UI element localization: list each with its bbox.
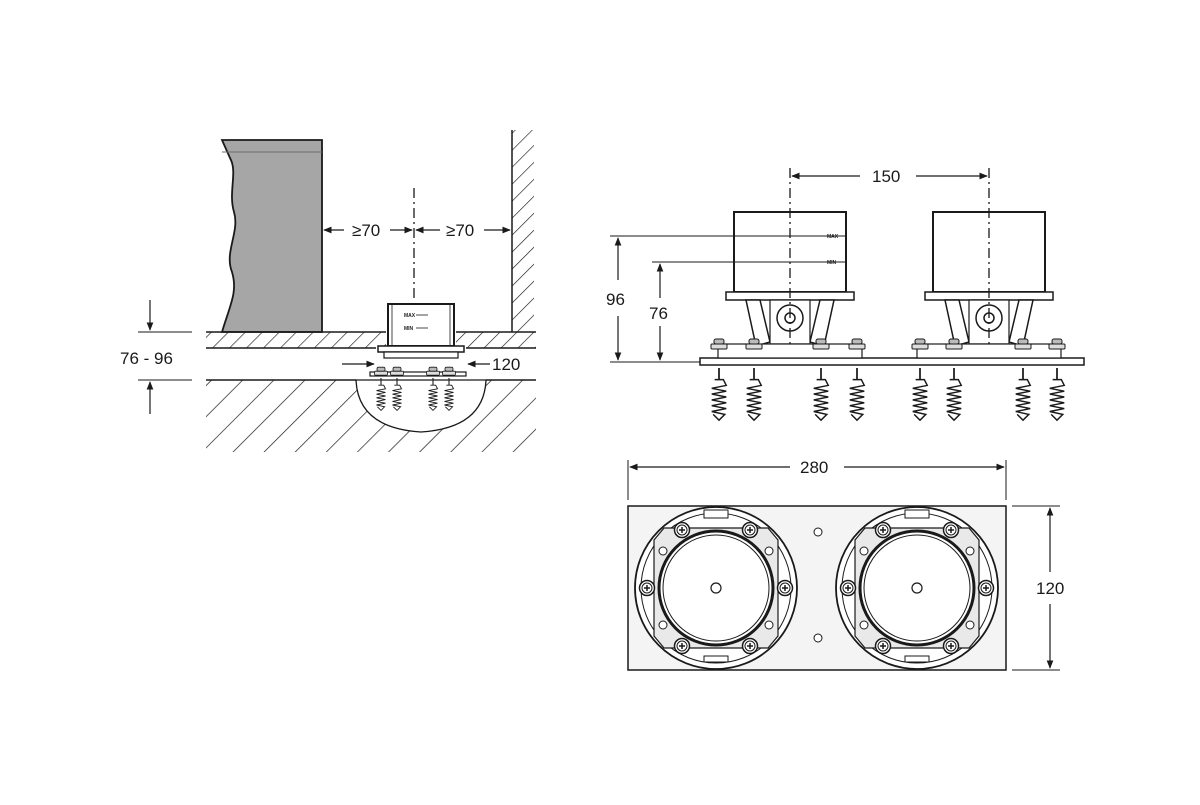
wall [512,130,534,332]
side-box [387,303,455,347]
front-box-left-min: MIN [827,260,837,266]
floor-top-layer [206,332,386,348]
front-view: MAX MIN [606,167,1085,422]
front-base-plate [699,357,1085,366]
side-box-min-label: MIN [404,326,414,332]
front-box-left-max: MAX [827,234,839,240]
slab-recess [355,379,487,433]
dim-box-width: 120 [492,355,520,374]
side-view: MAX MIN ≥70 ≥70 76 - 96 120 [120,130,536,452]
top-flange-right [835,506,999,670]
dim-min-height: 76 [649,304,668,323]
dim-total-width: 280 [800,458,828,477]
dim-depth: 120 [1036,579,1064,598]
dim-left-gap: ≥70 [352,221,380,240]
dim-height-range: 76 - 96 [120,349,173,368]
dim-right-gap: ≥70 [446,221,474,240]
dim-spacing: 150 [872,167,900,186]
top-flange-left [634,506,798,670]
side-box-max-label: MAX [404,313,416,319]
cabinet-side [220,139,323,333]
top-view: 280 120 [627,458,1064,671]
dim-max-height: 96 [606,290,625,309]
